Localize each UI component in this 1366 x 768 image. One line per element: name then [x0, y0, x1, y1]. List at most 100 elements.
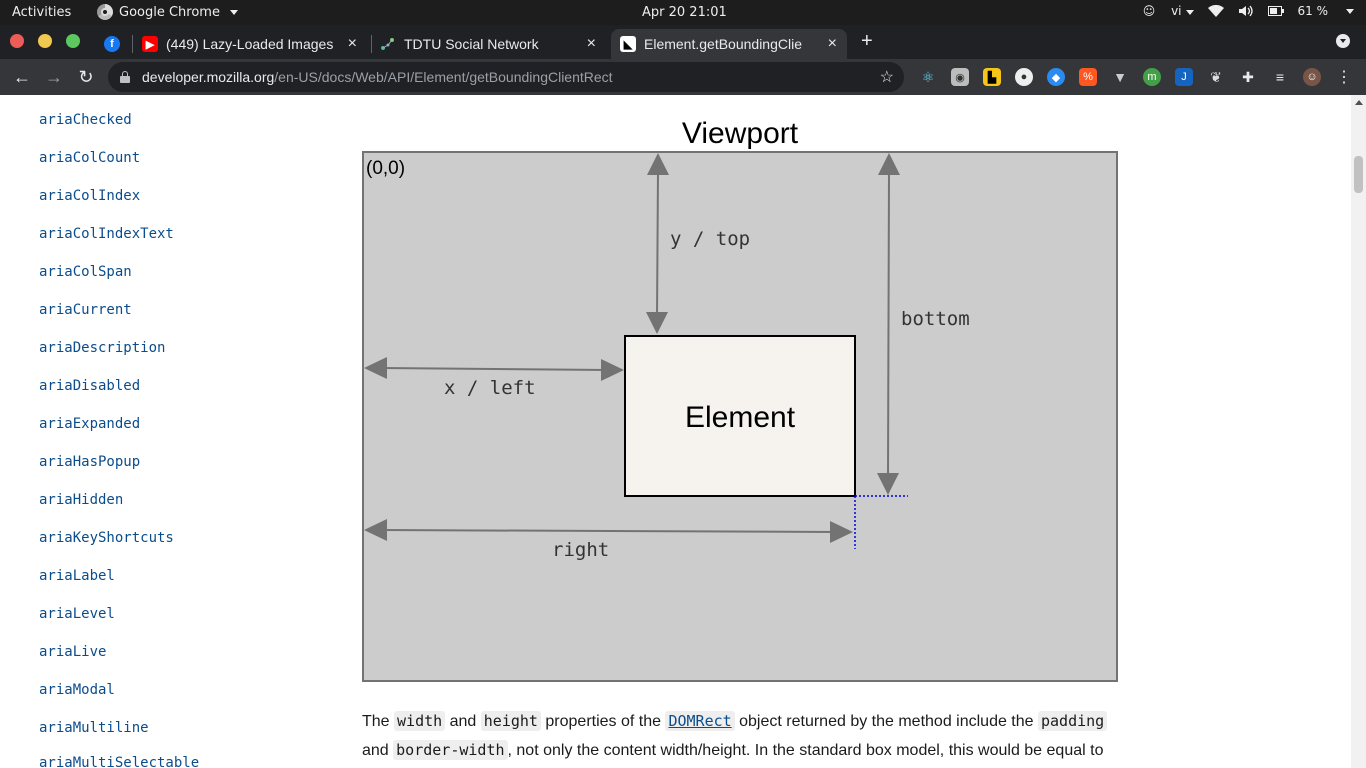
scroll-up-arrow-icon[interactable]: [1355, 100, 1363, 105]
camera-icon[interactable]: ◉: [951, 68, 969, 86]
sidebar-link[interactable]: ariaCurrent: [39, 302, 132, 318]
vue-devtools-icon[interactable]: ▼: [1113, 69, 1127, 85]
face-icon[interactable]: ☺: [1142, 4, 1156, 18]
sidebar-link[interactable]: ariaColIndex: [39, 188, 141, 204]
extension-icon-j[interactable]: J: [1175, 68, 1193, 86]
forward-arrow-icon[interactable]: →: [45, 67, 63, 87]
sidebar-link[interactable]: ariaLabel: [39, 568, 115, 584]
system-tray[interactable]: ☺ vi 61 %: [1141, 4, 1354, 18]
back-arrow-icon[interactable]: ←: [13, 67, 31, 87]
extension-icon-blue[interactable]: ◆: [1047, 68, 1065, 86]
close-icon[interactable]: ×: [586, 35, 596, 52]
new-tab-button[interactable]: +: [861, 30, 873, 52]
sidebar-link[interactable]: ariaDescription: [39, 340, 166, 356]
extension-icon-orange[interactable]: %: [1079, 68, 1097, 86]
extensions-puzzle-icon[interactable]: ✚: [1242, 68, 1254, 85]
right-arrow: [379, 529, 838, 533]
react-devtools-icon[interactable]: ⚛: [921, 68, 935, 85]
right-arrow-head-right: [830, 521, 853, 543]
domrect-link[interactable]: DOMRect: [665, 711, 735, 731]
extension-icon-circle[interactable]: ●: [1015, 68, 1033, 86]
description-paragraph: The width and height properties of the D…: [362, 707, 1122, 765]
sidebar-link[interactable]: ariaDisabled: [39, 378, 141, 394]
bottom-arrow-head-up: [878, 153, 900, 175]
clock[interactable]: Apr 20 21:01: [642, 5, 727, 20]
pinned-tab-facebook[interactable]: f: [104, 29, 128, 59]
extension-icon-leaf[interactable]: ❦: [1210, 68, 1222, 85]
tab-separator: [132, 35, 133, 53]
element-label: Element: [685, 401, 796, 434]
network-icon: [380, 36, 396, 52]
sidebar-link[interactable]: ariaColCount: [39, 150, 141, 166]
page-scrollbar[interactable]: [1351, 95, 1366, 768]
facebook-icon: f: [104, 36, 120, 52]
close-icon[interactable]: ×: [347, 35, 357, 52]
close-icon[interactable]: ×: [827, 35, 837, 52]
url-text[interactable]: developer.mozilla.org/en-US/docs/Web/API…: [142, 69, 613, 85]
battery-percent: 61 %: [1297, 4, 1329, 18]
tab-search-icon[interactable]: [1336, 34, 1350, 48]
code-height: height: [480, 711, 541, 731]
youtube-icon: ▶: [142, 36, 158, 52]
address-bar[interactable]: developer.mozilla.org/en-US/docs/Web/API…: [108, 62, 904, 92]
left-label: x / left: [444, 377, 536, 399]
sidebar-link[interactable]: ariaHasPopup: [39, 454, 141, 470]
tab-tdtu[interactable]: TDTU Social Network ×: [380, 29, 606, 59]
sidebar-link[interactable]: ariaMultiline: [39, 720, 149, 736]
extension-icon-yellow[interactable]: ▙: [983, 68, 1001, 86]
bookmark-star-icon[interactable]: ☆: [879, 69, 894, 86]
battery-icon: [1267, 4, 1284, 18]
left-arrow-head-right: [601, 359, 624, 381]
activities-button[interactable]: Activities: [12, 5, 72, 20]
sidebar-link[interactable]: ariaKeyShortcuts: [39, 530, 174, 546]
sidebar-link[interactable]: ariaChecked: [39, 112, 132, 128]
tab-title: TDTU Social Network: [404, 36, 539, 52]
extension-icon-green[interactable]: m: [1143, 68, 1161, 86]
tab-mdn-active[interactable]: ◣ Element.getBoundingClie ×: [611, 29, 847, 59]
sidebar-link[interactable]: ariaModal: [39, 682, 115, 698]
sidebar-link[interactable]: ariaExpanded: [39, 416, 141, 432]
sidebar-link[interactable]: ariaColSpan: [39, 264, 132, 280]
language-indicator[interactable]: vi: [1171, 4, 1194, 18]
sidebar-link[interactable]: ariaHidden: [39, 492, 124, 508]
chrome-icon: [97, 4, 113, 20]
browser-toolbar: ← → ↻ developer.mozilla.org/en-US/docs/W…: [0, 59, 1366, 95]
profile-avatar[interactable]: ☺: [1303, 68, 1321, 86]
tab-title: Element.getBoundingClie: [644, 36, 802, 52]
sidebar-link[interactable]: ariaLevel: [39, 606, 115, 622]
minimize-window-button[interactable]: [38, 34, 52, 48]
code-padding: padding: [1038, 711, 1108, 731]
origin-label: (0,0): [366, 158, 405, 179]
tab-separator: [371, 35, 372, 53]
tab-title: (449) Lazy-Loaded Images: [166, 36, 334, 52]
system-top-bar: Activities Google Chrome Apr 20 21:01 ☺ …: [0, 0, 1366, 25]
media-queue-icon[interactable]: ≡: [1275, 69, 1285, 85]
top-label: y / top: [670, 228, 750, 250]
left-arrow-head-left: [364, 357, 387, 379]
more-menu-icon[interactable]: ⋮: [1336, 69, 1352, 86]
tab-youtube[interactable]: ▶ (449) Lazy-Loaded Images ×: [142, 29, 367, 59]
sidebar-link[interactable]: ariaLive: [39, 644, 107, 660]
lock-icon[interactable]: [120, 71, 130, 83]
code-width: width: [394, 711, 446, 731]
sidebar-link[interactable]: ariaColIndexText: [39, 226, 174, 242]
chevron-down-icon: [1185, 10, 1194, 15]
top-arrow-head-down: [646, 312, 668, 334]
reload-icon[interactable]: ↻: [78, 67, 94, 87]
maximize-window-button[interactable]: [66, 34, 80, 48]
app-menu[interactable]: Google Chrome: [97, 4, 238, 20]
element-box: [624, 335, 856, 497]
bounding-rect-diagram: Viewport (0,0) Element y / top bottom x …: [362, 117, 1118, 682]
close-window-button[interactable]: [10, 34, 24, 48]
right-arrow-head-left: [364, 519, 387, 541]
volume-icon: [1238, 4, 1254, 18]
left-arrow: [379, 367, 609, 371]
sidebar-link[interactable]: ariaMultiSelectable: [39, 755, 200, 768]
app-menu-label: Google Chrome: [119, 4, 220, 20]
bottom-arrow-head-down: [877, 473, 899, 495]
scroll-thumb[interactable]: [1354, 156, 1363, 193]
top-arrow-head-up: [647, 153, 669, 175]
mdn-icon: ◣: [620, 36, 636, 52]
bottom-arrow: [887, 169, 890, 479]
top-arrow: [656, 169, 659, 319]
